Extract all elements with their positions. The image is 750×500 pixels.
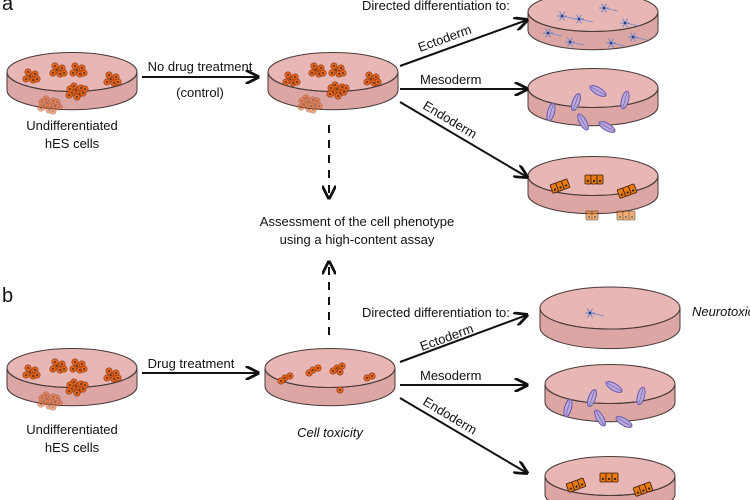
assessment-line-2: using a high-content assay — [280, 232, 435, 247]
arrow-b-endoderm — [399, 397, 527, 473]
stem-cell-cluster — [22, 364, 41, 380]
stem-cell-cluster — [329, 362, 346, 376]
b-treatment-label: Drug treatment — [148, 356, 235, 371]
mesoderm-cell — [605, 381, 623, 393]
stem-cell-cluster — [49, 358, 68, 374]
mesoderm-cell — [577, 113, 589, 131]
b-ectoderm-dish — [539, 286, 681, 350]
mesoderm-cell — [586, 388, 598, 408]
mesoderm-cell — [594, 409, 606, 427]
stem-cell-cluster — [103, 367, 122, 383]
panel-a-letter: a — [2, 0, 14, 15]
arrow-a-endoderm — [399, 101, 527, 177]
a-ectoderm-dish — [527, 0, 659, 51]
stem-cell-cluster — [297, 94, 323, 114]
a-start-dish — [6, 52, 138, 115]
stem-cell-cluster — [103, 71, 122, 87]
a-start-label-1: Undifferentiated — [26, 118, 118, 133]
b-mesoderm-dish — [544, 364, 676, 428]
a-control-dish — [267, 52, 399, 114]
stem-cell-cluster — [277, 372, 294, 385]
endoderm-cell-group — [599, 472, 619, 483]
b-start-label-1: Undifferentiated — [26, 422, 118, 437]
panel-b-letter: b — [2, 285, 13, 307]
stem-cell-cluster — [308, 62, 327, 78]
stem-cell-cluster — [37, 95, 63, 115]
endoderm-cell-group — [584, 174, 604, 185]
a-mesoderm-dish — [527, 68, 659, 133]
mesoderm-cell — [563, 398, 573, 418]
b-toxicity-dish — [264, 348, 396, 407]
neuron-cell — [565, 37, 585, 47]
stem-cell-cluster — [282, 71, 301, 87]
stem-cell-cluster — [336, 386, 344, 394]
mesoderm-cell — [546, 102, 556, 122]
b-branch-mesoderm: Mesoderm — [420, 368, 481, 383]
b-directed-label: Directed differentiation to: — [362, 305, 510, 320]
arrow-a-ectoderm — [399, 20, 527, 67]
stem-cell-cluster — [65, 378, 89, 397]
stem-cell-cluster — [305, 364, 322, 377]
neuron-cell — [543, 28, 563, 38]
mesoderm-cell — [598, 121, 616, 133]
mesoderm-cell — [636, 386, 646, 406]
a-treatment-sublabel: (control) — [176, 85, 224, 100]
stem-cell-cluster — [363, 71, 382, 87]
neuron-cell — [585, 308, 605, 318]
assessment-line-1: Assessment of the cell phenotype — [260, 214, 454, 229]
a-endoderm-dish — [527, 156, 659, 221]
endoderm-cell-group — [549, 178, 571, 194]
arrow-b-ectoderm — [399, 315, 527, 363]
stem-cell-cluster — [326, 81, 350, 100]
endoderm-cell-group — [565, 477, 587, 493]
neuron-cell — [620, 18, 640, 28]
mesoderm-cell — [589, 85, 607, 97]
neuron-cell — [599, 3, 619, 13]
stem-cell-cluster — [363, 372, 376, 382]
a-treatment-label: No drug treatment — [148, 59, 253, 74]
endoderm-cell-group — [632, 481, 654, 497]
a-start-label-2: hES cells — [45, 136, 100, 151]
a-directed-label: Directed differentiation to: — [362, 0, 510, 13]
b-outcome-label: Neurotoxicity — [692, 304, 750, 319]
endoderm-cell-group — [616, 183, 638, 199]
b-start-label-2: hES cells — [45, 440, 100, 455]
stem-cell-cluster — [37, 391, 63, 411]
b-branch-ectoderm: Ectoderm — [418, 321, 475, 354]
mesoderm-cell — [615, 416, 633, 428]
stem-cell-cluster — [22, 68, 41, 84]
mesoderm-cell — [570, 92, 582, 112]
stem-cell-cluster — [328, 62, 347, 78]
endoderm-cell-group — [585, 210, 599, 221]
stem-cell-cluster — [69, 358, 88, 374]
endoderm-cell-group — [616, 210, 636, 221]
neuron-cell — [628, 32, 648, 42]
mesoderm-cell — [620, 90, 630, 110]
stem-cell-cluster — [69, 62, 88, 78]
stem-cell-cluster — [65, 82, 89, 101]
neuron-cell — [606, 38, 626, 48]
b-middle-label: Cell toxicity — [297, 425, 364, 440]
b-endoderm-dish — [544, 456, 676, 500]
b-start-dish — [6, 348, 138, 411]
neuron-cell — [557, 11, 577, 21]
a-branch-mesoderm: Mesoderm — [420, 72, 481, 87]
neuron-cell — [574, 14, 594, 24]
stem-cell-cluster — [49, 62, 68, 78]
